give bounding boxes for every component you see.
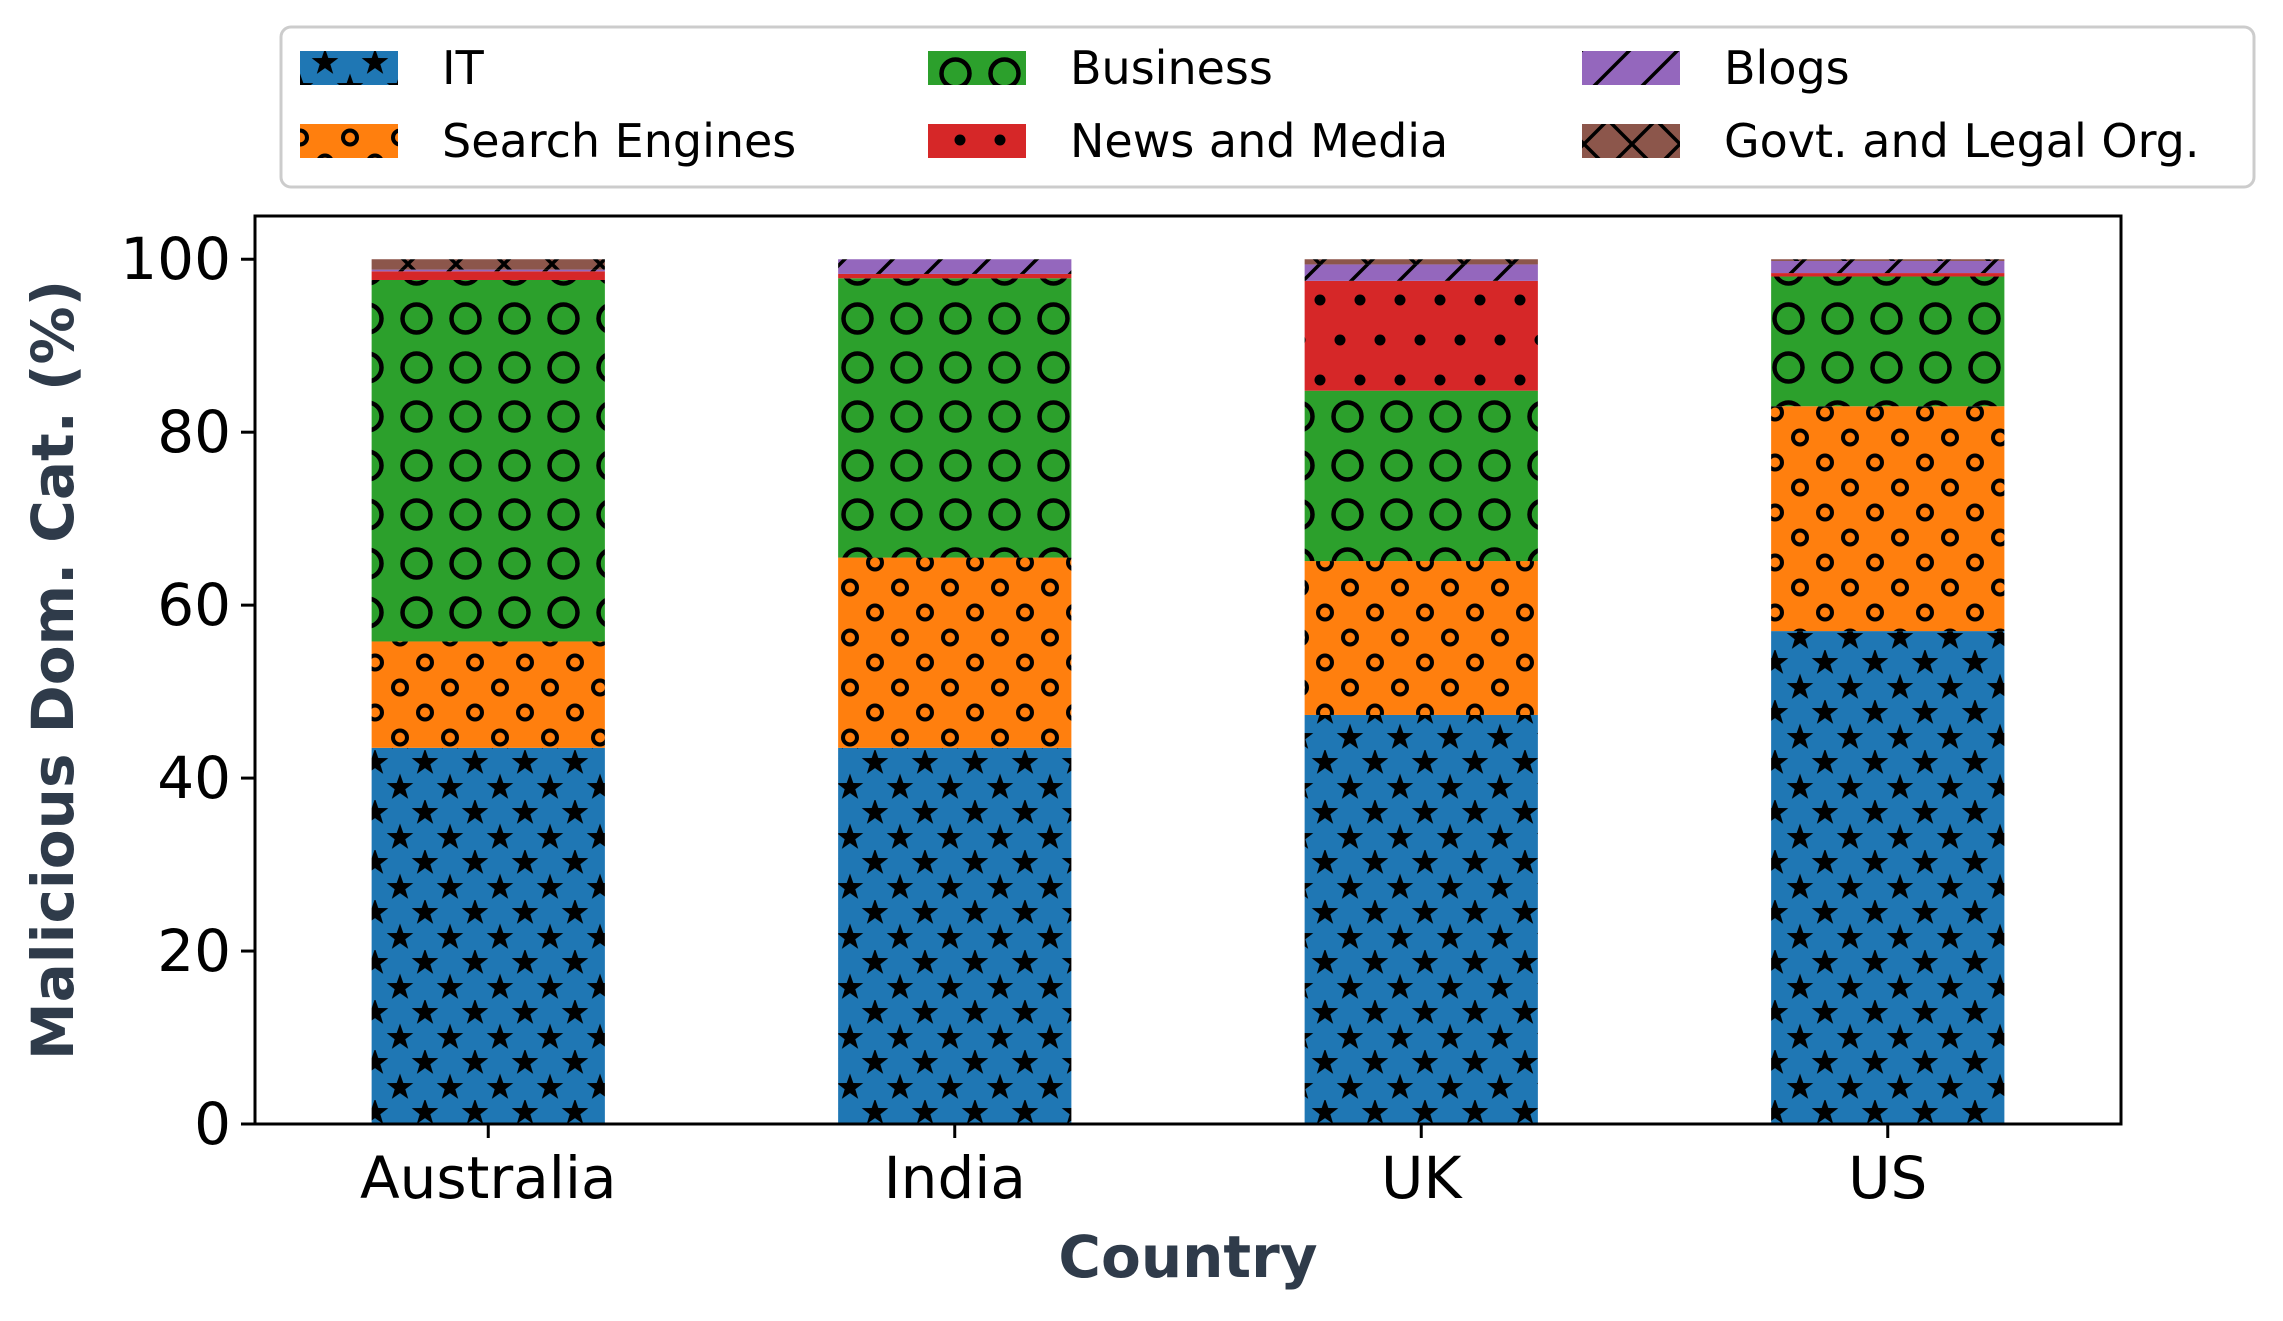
legend-frame	[279, 25, 2256, 189]
bar-india-blogs	[838, 259, 1072, 274]
y-tick-label: 100	[120, 225, 231, 293]
bar-us-blogs	[1771, 260, 2005, 274]
legend-label-blogs: Blogs	[1724, 41, 1850, 95]
bar-india-news-and-media	[838, 273, 1072, 279]
bar-australia-blogs	[371, 269, 605, 272]
plot-frame	[253, 214, 2123, 1126]
bar-australia-it	[371, 747, 605, 1124]
legend-label-business: Business	[1070, 41, 1273, 95]
legend-label-search-engines: Search Engines	[442, 114, 796, 168]
legend-label-govt-and-legal-org: Govt. and Legal Org.	[1724, 114, 2200, 168]
legend-swatch-news-and-media	[928, 124, 1026, 158]
y-axis: 0 20 40 60 80 100	[120, 225, 255, 1158]
x-axis: Australia India UK US	[360, 1124, 1927, 1212]
y-tick-label: 40	[157, 744, 231, 812]
bar-australia-business	[371, 279, 605, 642]
x-axis-title: Country	[1058, 1223, 1317, 1291]
y-tick-label: 60	[157, 571, 231, 639]
x-tick-label: Australia	[360, 1144, 617, 1212]
bar-us-business	[1771, 276, 2005, 407]
x-tick-label: US	[1848, 1144, 1927, 1212]
legend-swatch-it	[300, 51, 398, 85]
legend-swatch-blogs	[1582, 51, 1680, 85]
y-tick-label: 80	[157, 398, 231, 466]
bar-uk-business	[1304, 390, 1538, 562]
bar-uk-search-engines	[1304, 561, 1538, 715]
legend-swatch-search-engines	[300, 124, 398, 158]
bar-uk-govt-and-legal-org	[1304, 259, 1538, 265]
bar-india-business	[838, 278, 1072, 558]
bar-us-search-engines	[1771, 406, 2005, 632]
bar-india-it	[838, 747, 1072, 1124]
y-tick-label: 20	[157, 917, 231, 985]
bar-us-it	[1771, 631, 2005, 1124]
bar-australia-govt-and-legal-org	[371, 259, 605, 270]
legend-swatch-business	[928, 51, 1026, 85]
bar-uk-it	[1304, 714, 1538, 1124]
bar-us-news-and-media	[1771, 273, 2005, 277]
bars-layer	[371, 259, 2005, 1124]
legend-label-it: IT	[442, 41, 485, 95]
x-tick-label: UK	[1381, 1144, 1463, 1212]
legend-label-news-and-media: News and Media	[1070, 114, 1448, 168]
bar-uk-blogs	[1304, 264, 1538, 281]
y-axis-title: Malicious Dom. Cat. (%)	[19, 280, 87, 1060]
y-tick-label: 0	[194, 1090, 231, 1158]
bar-us-govt-and-legal-org	[1771, 259, 2005, 261]
bar-india-search-engines	[838, 557, 1072, 748]
legend-swatch-govt-and-legal-org	[1582, 124, 1680, 158]
x-tick-label: India	[884, 1144, 1026, 1212]
bar-uk-news-and-media	[1304, 280, 1538, 391]
bar-australia-search-engines	[371, 641, 605, 748]
bar-australia-news-and-media	[371, 271, 605, 280]
